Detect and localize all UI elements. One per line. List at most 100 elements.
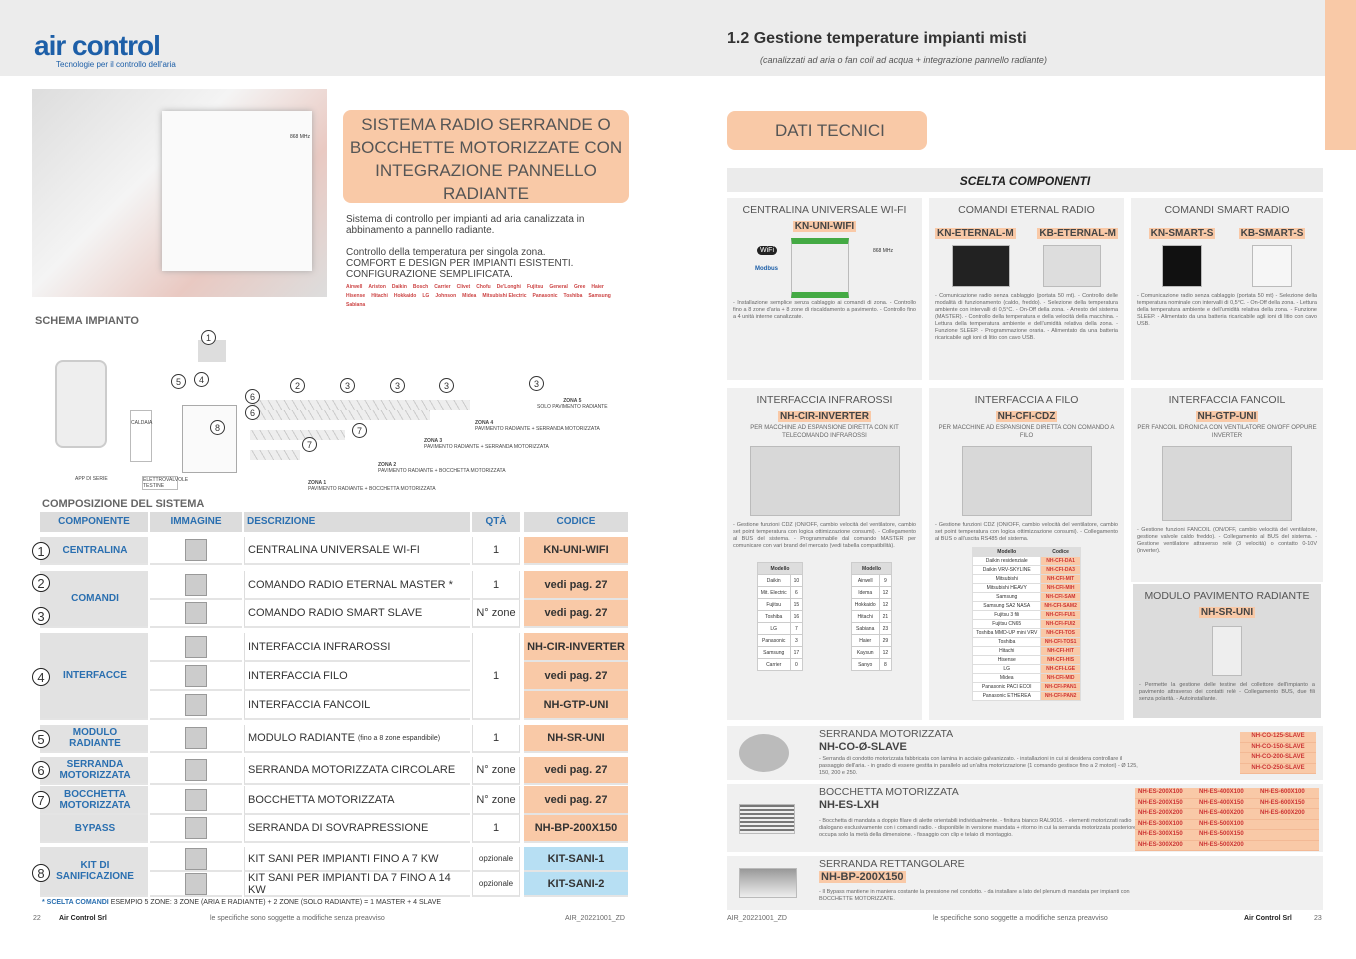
grille-image: [739, 804, 795, 834]
item-description: INTERFACCIA FANCOIL: [244, 691, 470, 720]
description-text: CENTRALINA UNIVERSALE WI-FI: [248, 544, 420, 556]
code-cell: NH-ES-300X150: [1135, 830, 1196, 841]
count-cell: 23: [878, 622, 893, 635]
schema-title: SCHEMA IMPIANTO: [35, 315, 139, 327]
footer-ref: AIR_20221001_ZD: [727, 915, 787, 922]
table-header-row: Modello: [850, 562, 893, 575]
item-description: MODULO RADIANTE(fino a 8 zone espandibil…: [244, 725, 470, 753]
description-text: INTERFACCIA FILO: [248, 669, 348, 682]
phone-app-image: [55, 360, 107, 448]
code-cell: NH-ES-200X100: [1135, 788, 1196, 799]
model-cell: Midea: [972, 673, 1042, 683]
item-image: [150, 847, 242, 872]
col-header-code: CODICE: [524, 512, 628, 532]
duct: [250, 400, 470, 410]
count-cell: 0: [789, 658, 804, 671]
product-thumbnail: [185, 635, 207, 658]
item-code: NH-GTP-UNI: [524, 691, 628, 720]
duct: [250, 430, 345, 440]
product-thumbnail: [185, 759, 207, 781]
item-number-badge: 6: [32, 761, 50, 779]
code-cell: NH-ES-200X150: [1135, 799, 1196, 809]
component-group: INTERFACCE: [40, 633, 148, 720]
controller-unit: [198, 340, 226, 362]
damper-image: [739, 734, 789, 772]
item-image: [150, 786, 242, 815]
component-group: KIT DI SANIFICAZIONE: [40, 847, 148, 897]
brand-logo: Haier: [591, 284, 604, 290]
marker: 7: [302, 437, 317, 452]
item-description: SERRANDA DI SOVRAPRESSIONE: [244, 815, 470, 843]
code-cell: NH-ES-400X100: [1196, 788, 1257, 799]
header-cell: Modello: [972, 547, 1042, 557]
code-cell: NH-CFI-TOS: [1040, 628, 1081, 638]
infrared-diagram: [749, 446, 900, 516]
item-description: CENTRALINA UNIVERSALE WI-FI: [244, 537, 470, 565]
item-code: vedi pag. 27: [524, 600, 628, 628]
code-cell: NH-ES-300X100: [1135, 820, 1196, 830]
item-code: vedi pag. 27: [524, 662, 628, 691]
description-text: COMANDO RADIO SMART SLAVE: [248, 607, 423, 619]
item-qty: opzionale: [472, 847, 520, 872]
col-header-description: DESCRIZIONE: [244, 512, 470, 532]
count-cell: 16: [789, 610, 804, 623]
plenum: [182, 405, 237, 473]
product-thumbnail: [185, 602, 207, 624]
brand-logo: Bosch: [412, 284, 429, 290]
brand-logo: Daikin: [391, 284, 407, 290]
item-code: NH-CIR-INVERTER: [524, 633, 628, 662]
brand-logo: Fujitsu: [526, 284, 544, 290]
code-cell: NH-CFI-PAN1: [1040, 682, 1081, 692]
footer-ref: AIR_20221001_ZD: [565, 915, 625, 922]
fancoil-diagram: [1162, 446, 1292, 521]
duct: [250, 410, 430, 420]
page-tab-strip: [1325, 0, 1356, 150]
item-image: [150, 872, 242, 897]
code-cell: NH-CFI-HIS: [1040, 655, 1081, 665]
item-number-badge: 4: [32, 668, 50, 686]
marker: 3: [390, 378, 405, 393]
hero-image: 868 MHz: [32, 89, 327, 297]
code-cell: NH-ES-600X200: [1257, 809, 1319, 820]
item-description: KIT SANI PER IMPIANTI DA 7 FINO A 14 KW: [244, 872, 470, 897]
code-cell: NH-ES-400X150: [1196, 799, 1257, 809]
brand-cell: Airwell: [850, 574, 880, 587]
footer-company: Air Control Srl: [59, 915, 107, 922]
description-text: SERRANDA DI SOVRAPRESSIONE: [248, 822, 429, 834]
brand-cell: Hitachi: [850, 610, 880, 623]
component-group: SERRANDA MOTORIZZATA: [40, 757, 148, 785]
item-image: [150, 571, 242, 600]
table-header-row: Modello: [756, 562, 804, 575]
radio-icon: 868 MHz: [873, 248, 894, 254]
brand-logo: Gree: [573, 284, 586, 290]
count-cell: 7: [789, 622, 804, 635]
item-image: [150, 537, 242, 565]
item-code: NH-BP-200X150: [524, 815, 628, 843]
item-image: [150, 600, 242, 628]
brand-logo: Toshiba: [563, 293, 583, 299]
code-cell: NH-CO-150-SLAVE: [1240, 743, 1316, 753]
brand-cell: Samsung: [756, 646, 791, 659]
radio-badge: 868 MHz: [290, 134, 311, 140]
brand-cell: Haier: [850, 634, 880, 647]
